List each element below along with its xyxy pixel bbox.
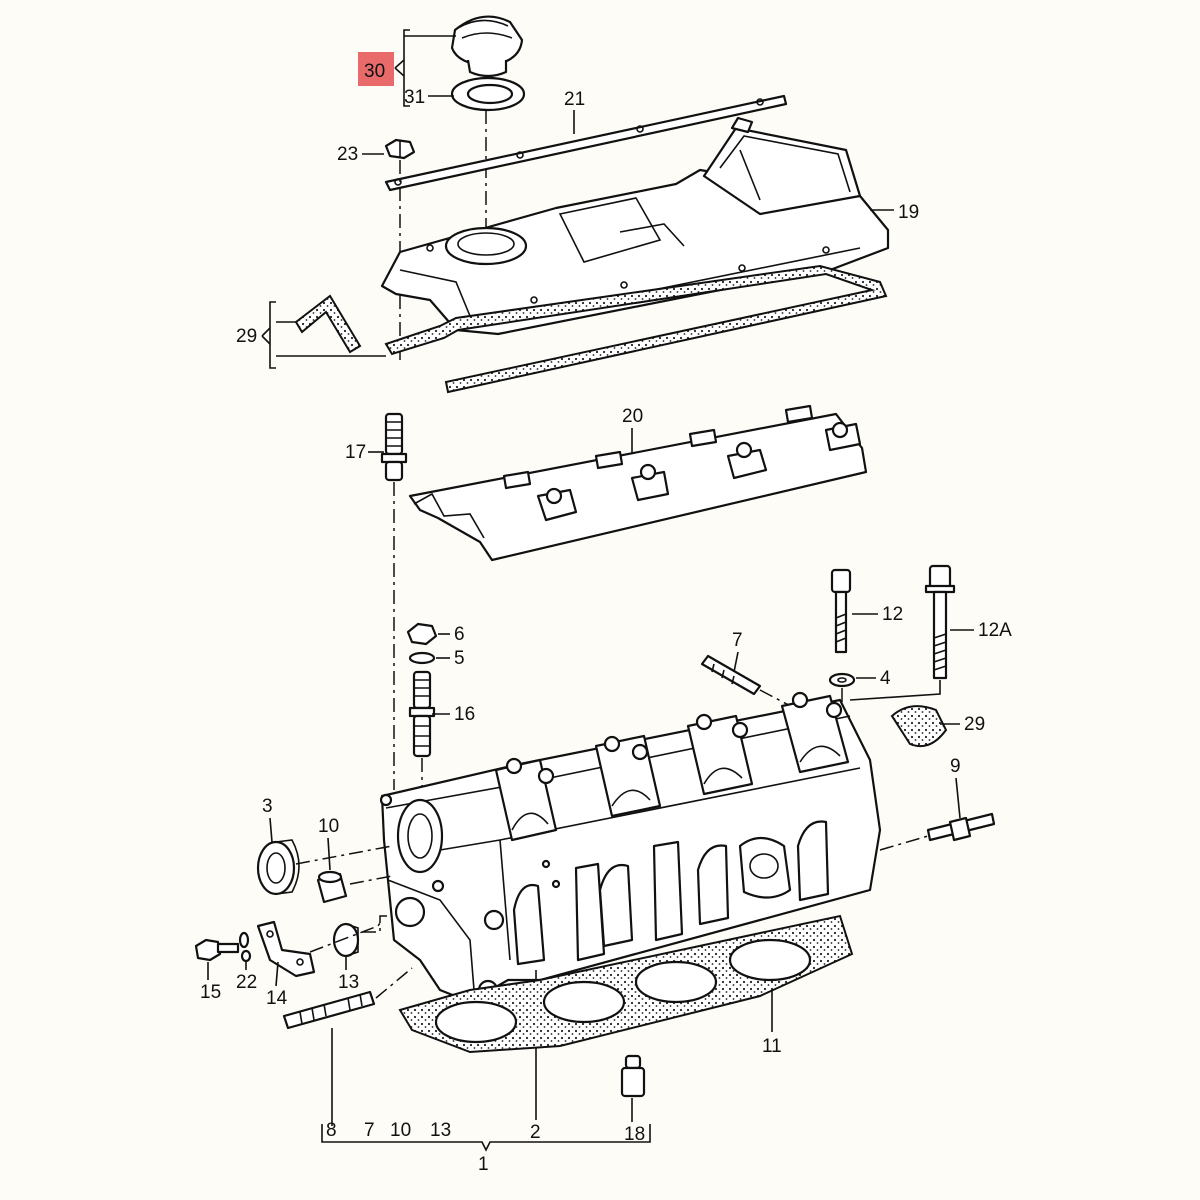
label-19[interactable]: 19 <box>898 202 919 223</box>
label-9[interactable]: 9 <box>950 756 961 777</box>
nut-6 <box>406 622 438 646</box>
label-14[interactable]: 14 <box>266 988 288 1009</box>
label-31[interactable]: 31 <box>404 87 425 108</box>
label-18[interactable]: 18 <box>624 1124 645 1145</box>
nut-23 <box>384 138 416 160</box>
oil-baffle-plate <box>408 404 868 562</box>
head-gasket <box>398 914 854 1054</box>
stud-16 <box>408 670 436 758</box>
seal-29-top <box>294 294 362 354</box>
label-1[interactable]: 1 <box>478 1154 489 1175</box>
label-29-top[interactable]: 29 <box>236 326 257 347</box>
stud-8 <box>282 990 376 1030</box>
washer-5 <box>408 651 436 665</box>
seal-29-bottom <box>890 705 948 748</box>
label-11[interactable]: 11 <box>762 1036 782 1057</box>
label-3[interactable]: 3 <box>262 796 273 817</box>
bolt-15 <box>194 938 240 962</box>
bolt-12a <box>924 564 956 680</box>
plug-13 <box>332 922 360 958</box>
oil-seal-3 <box>256 839 300 896</box>
label-30[interactable]: 30 <box>364 61 385 82</box>
label-8[interactable]: 8 <box>326 1120 337 1141</box>
label-12a[interactable]: 12A <box>978 620 1012 641</box>
label-6[interactable]: 6 <box>454 624 465 645</box>
stud-7 <box>700 654 762 696</box>
plug-10 <box>316 870 348 904</box>
label-20[interactable]: 20 <box>622 406 643 427</box>
label-2[interactable]: 2 <box>530 1122 541 1143</box>
label-7-bottom[interactable]: 7 <box>364 1120 375 1141</box>
cylinder-head <box>379 691 882 1004</box>
label-10-bottom[interactable]: 10 <box>390 1120 411 1141</box>
stud-17 <box>380 412 408 482</box>
cover-gasket-dotted <box>384 264 888 394</box>
label-17[interactable]: 17 <box>345 442 366 463</box>
highlight-box-30 <box>358 52 394 86</box>
washer-22 <box>238 931 252 963</box>
label-15[interactable]: 15 <box>200 982 221 1003</box>
label-12[interactable]: 12 <box>882 604 903 625</box>
stud-9 <box>926 812 996 842</box>
baffle-clip <box>502 404 862 522</box>
label-23[interactable]: 23 <box>337 144 358 165</box>
bolt-12 <box>830 568 852 654</box>
group-bracket <box>321 1124 651 1152</box>
label-7-top[interactable]: 7 <box>732 630 743 651</box>
label-5[interactable]: 5 <box>454 648 465 669</box>
valve-guide-18 <box>620 1054 646 1098</box>
oil-filler-cap <box>450 15 524 78</box>
label-13[interactable]: 13 <box>338 972 359 993</box>
label-13-bottom[interactable]: 13 <box>430 1120 451 1141</box>
washer-4 <box>828 672 856 688</box>
label-4[interactable]: 4 <box>880 668 891 689</box>
cap-seal-ring <box>450 76 526 112</box>
label-21[interactable]: 21 <box>564 89 585 110</box>
label-16[interactable]: 16 <box>454 704 475 725</box>
label-29-bottom[interactable]: 29 <box>964 714 985 735</box>
bracket-14 <box>256 920 316 978</box>
label-22[interactable]: 22 <box>236 972 257 993</box>
label-10[interactable]: 10 <box>318 816 339 837</box>
valve-cover-gasket-top <box>384 94 788 192</box>
